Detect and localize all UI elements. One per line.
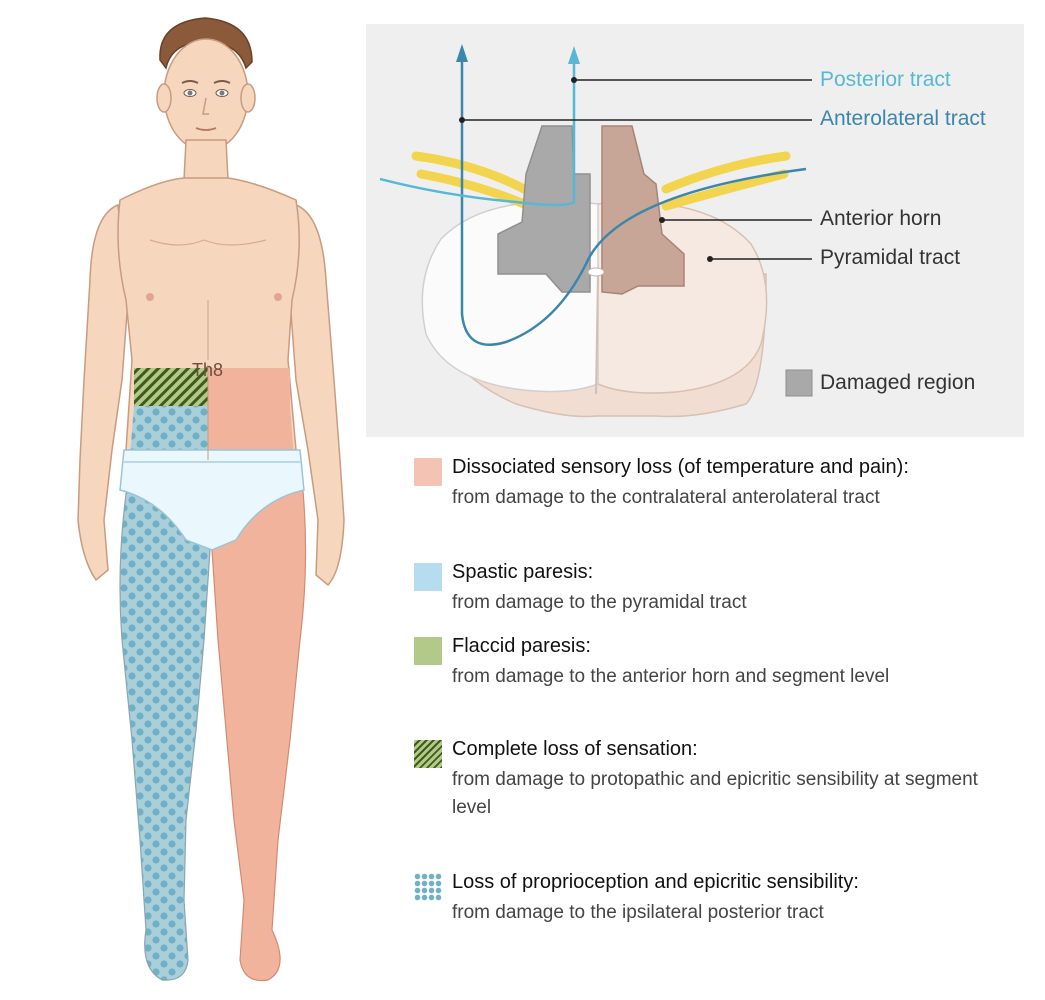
label-pyramidal-tract: Pyramidal tract	[820, 246, 961, 269]
swatch-light-blue	[414, 563, 442, 591]
abdomen-salmon	[208, 406, 294, 456]
human-figure-illustration	[77, 17, 345, 982]
segment-label-th8: Th8	[192, 360, 224, 380]
nerve-root-left	[411, 151, 529, 209]
legend-item-spastic-paresis: Spastic paresis: from damage to the pyra…	[414, 561, 1034, 621]
legend-desc: from damage to the anterior horn and seg…	[452, 666, 890, 687]
legend-item-loss-of-proprioception: Loss of proprioception and epicritic sen…	[414, 871, 1034, 931]
damaged-region-swatch	[785, 369, 813, 397]
legend-item-dissociated-sensory-loss: Dissociated sensory loss (of temperature…	[414, 456, 1034, 516]
head	[163, 38, 249, 152]
swatch-salmon	[414, 458, 442, 486]
th8-hatched-band	[134, 368, 208, 406]
legend-title: Loss of proprioception and epicritic sen…	[452, 871, 859, 893]
legend-item-complete-loss-of-sensation: Complete loss of sensation: from damage …	[414, 738, 1034, 828]
left-arm	[289, 203, 345, 587]
legend-desc: from damage to the pyramidal tract	[452, 592, 747, 613]
legend-title: Spastic paresis:	[452, 561, 594, 583]
swatch-dotted	[414, 873, 442, 901]
label-damaged-region: Damaged region	[820, 371, 976, 394]
leg-salmon	[209, 479, 307, 982]
spinal-cord-cross-section-panel: Posterior tract Anterolateral tract Ante…	[366, 24, 1024, 437]
legend-desc: from damage to the contralateral anterol…	[452, 487, 880, 508]
legend-title: Flaccid paresis:	[452, 635, 591, 657]
legend-title: Dissociated sensory loss (of temperature…	[452, 456, 909, 478]
leg-dotted	[119, 479, 211, 981]
nerve-root-right	[661, 151, 791, 211]
legend-title: Complete loss of sensation:	[452, 738, 698, 760]
label-anterior-horn: Anterior horn	[820, 207, 942, 230]
label-posterior-tract: Posterior tract	[820, 68, 951, 91]
label-anterolateral-tract: Anterolateral tract	[820, 107, 986, 130]
legend-desc: from damage to protopathic and epicritic…	[452, 769, 978, 818]
underwear	[119, 449, 305, 551]
right-arm	[77, 203, 129, 582]
spinal-cord-diagram	[379, 44, 813, 418]
th8-salmon-band	[208, 368, 290, 406]
posterior-tract-line	[379, 56, 576, 207]
legend-item-flaccid-paresis: Flaccid paresis: from damage to the ante…	[414, 635, 1034, 695]
abdomen-dotted	[130, 406, 208, 456]
swatch-green	[414, 637, 442, 665]
swatch-hatched	[414, 740, 442, 768]
legend-desc: from damage to the ipsilateral posterior…	[452, 902, 824, 923]
anterolateral-tract-line	[460, 54, 807, 347]
